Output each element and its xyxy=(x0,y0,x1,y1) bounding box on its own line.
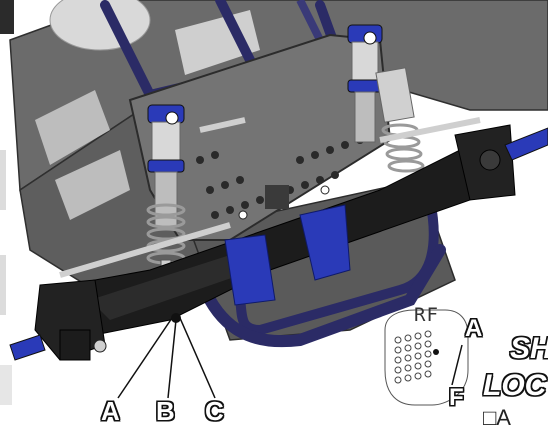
edge-panel xyxy=(0,0,14,34)
card-leader xyxy=(451,344,463,386)
screw-head xyxy=(238,210,248,220)
steering-block xyxy=(299,204,351,281)
card-label: RF xyxy=(414,304,439,326)
shock-tower-holes xyxy=(196,136,364,219)
turnbuckle xyxy=(379,117,481,143)
side-heading-line1: SH xyxy=(510,332,548,365)
hub-carrier xyxy=(454,124,516,201)
edge-panel xyxy=(0,255,6,315)
hub-carrier xyxy=(34,279,107,361)
turnbuckle xyxy=(199,117,246,133)
steering-block xyxy=(224,234,276,306)
axle-icon xyxy=(504,127,548,161)
leader-lines xyxy=(117,317,216,399)
shock-absorber-icon xyxy=(146,104,186,291)
edge-panel xyxy=(0,365,12,405)
reference-card xyxy=(384,309,469,406)
card-letter-bottom: F xyxy=(449,384,464,411)
hinge-pin xyxy=(171,313,181,323)
card-holes xyxy=(394,330,432,384)
bumper-icon xyxy=(204,244,446,348)
edge-panel xyxy=(0,150,6,210)
callout-c: C xyxy=(205,396,224,426)
side-heading-line2: LOC xyxy=(483,369,547,402)
screw-head xyxy=(320,185,330,195)
card-marker xyxy=(433,349,439,355)
plate-cutout xyxy=(35,90,110,165)
turnbuckle xyxy=(59,222,231,278)
axle-icon xyxy=(9,334,46,361)
plate-cutout xyxy=(55,150,130,220)
arm-web xyxy=(90,255,240,320)
side-heading-line3: □A xyxy=(483,405,511,427)
shock-absorber-icon xyxy=(347,24,425,173)
plate-cutout xyxy=(175,10,260,75)
callout-b: B xyxy=(156,396,175,426)
card-letter-top: A xyxy=(465,315,483,342)
callout-a: A xyxy=(101,396,120,426)
